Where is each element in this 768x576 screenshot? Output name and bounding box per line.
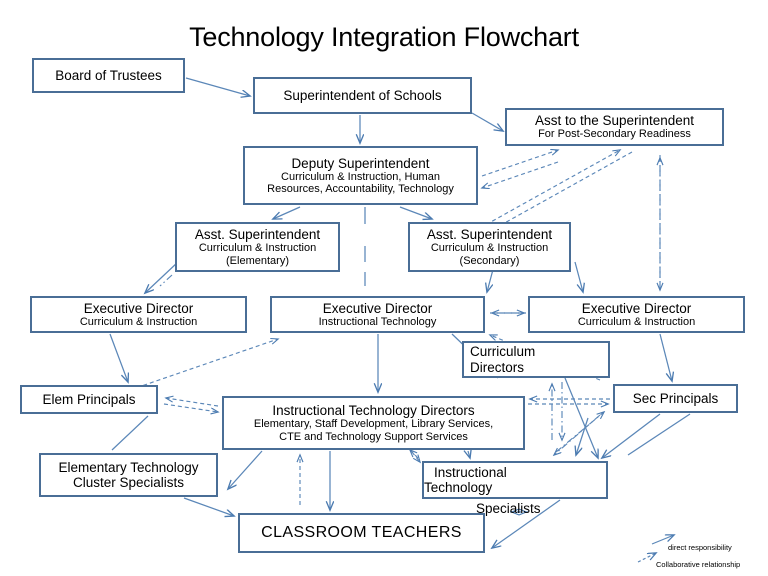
node-instructional-technology-directors[interactable]: Instructional Technology Directors Eleme… xyxy=(222,396,525,450)
node-label: Superintendent of Schools xyxy=(283,87,442,103)
node-classroom-teachers[interactable]: CLASSROOM TEACHERS xyxy=(238,513,485,553)
node-sublabel: Directors xyxy=(470,359,525,375)
node-superintendent-of-schools[interactable]: Superintendent of Schools xyxy=(253,77,472,114)
node-label: Executive Director xyxy=(322,300,433,316)
node-sublabel: Technology xyxy=(424,480,493,496)
node-label: Board of Trustees xyxy=(55,67,162,83)
node-sublabel: Curriculum & Instruction, Human xyxy=(281,170,440,183)
legend-direct-responsibility-label: direct responsibility xyxy=(668,543,732,552)
node-label: Executive Director xyxy=(83,300,194,316)
node-label: Executive Director xyxy=(581,300,692,316)
node-elementary-technology-cluster-specialists[interactable]: Elementary Technology Cluster Specialist… xyxy=(39,453,218,497)
node-label: Elem Principals xyxy=(42,391,136,407)
node-deputy-superintendent[interactable]: Deputy Superintendent Curriculum & Instr… xyxy=(243,146,478,205)
node-label: Asst to the Superintendent xyxy=(534,113,695,129)
node-sublabel: For Post-Secondary Readiness xyxy=(538,128,691,141)
node-asst-superintendent-secondary[interactable]: Asst. Superintendent Curriculum & Instru… xyxy=(408,222,571,272)
node-label: CLASSROOM TEACHERS xyxy=(261,524,462,542)
legend-arrows xyxy=(637,528,702,563)
node-board-of-trustees[interactable]: Board of Trustees xyxy=(32,58,185,93)
node-asst-superintendent-elementary[interactable]: Asst. Superintendent Curriculum & Instru… xyxy=(175,222,340,272)
node-label: Curriculum xyxy=(470,344,536,360)
node-label: Elementary Technology xyxy=(58,459,199,475)
node-elem-principals[interactable]: Elem Principals xyxy=(20,385,158,414)
node-sublabel: Elementary, Staff Development, Library S… xyxy=(253,418,494,431)
node-sublabel-2: (Secondary) xyxy=(459,254,520,267)
node-sublabel: Curriculum & Instruction xyxy=(198,242,317,255)
node-label: Instructional Technology Directors xyxy=(272,403,475,419)
node-executive-director-curriculum-right[interactable]: Executive Director Curriculum & Instruct… xyxy=(528,296,745,333)
legend-collaborative-relationship-label: Collaborative relationship xyxy=(656,560,741,569)
node-sublabel-2: CTE and Technology Support Services xyxy=(279,430,468,443)
node-label: Sec Principals xyxy=(632,390,719,406)
node-sublabel: Instructional Technology xyxy=(318,315,437,328)
node-instructional-technology-specialists[interactable]: Instructional Technology Specialists xyxy=(422,461,608,516)
node-label: Asst. Superintendent xyxy=(194,227,321,243)
node-label: Deputy Superintendent xyxy=(291,155,430,171)
node-sublabel: Curriculum & Instruction xyxy=(577,315,696,328)
page-title: Technology Integration Flowchart xyxy=(189,22,579,52)
node-sublabel: Curriculum & Instruction xyxy=(430,242,549,255)
node-curriculum-directors[interactable]: Curriculum Directors xyxy=(462,341,610,378)
node-executive-director-instructional-technology[interactable]: Executive Director Instructional Technol… xyxy=(270,296,485,333)
node-sec-principals[interactable]: Sec Principals xyxy=(613,384,738,413)
node-executive-director-curriculum-left[interactable]: Executive Director Curriculum & Instruct… xyxy=(30,296,247,333)
node-sublabel-2: Resources, Accountability, Technology xyxy=(267,183,454,196)
node-label: Instructional xyxy=(434,465,507,480)
node-sublabel: Cluster Specialists xyxy=(72,475,185,490)
node-sublabel-2: (Elementary) xyxy=(226,254,289,267)
node-asst-to-the-superintendent[interactable]: Asst to the Superintendent For Post-Seco… xyxy=(505,108,724,146)
node-label: Asst. Superintendent xyxy=(426,227,553,243)
node-sublabel: Curriculum & Instruction xyxy=(79,315,198,328)
node-sublabel-2: Specialists xyxy=(476,501,541,516)
